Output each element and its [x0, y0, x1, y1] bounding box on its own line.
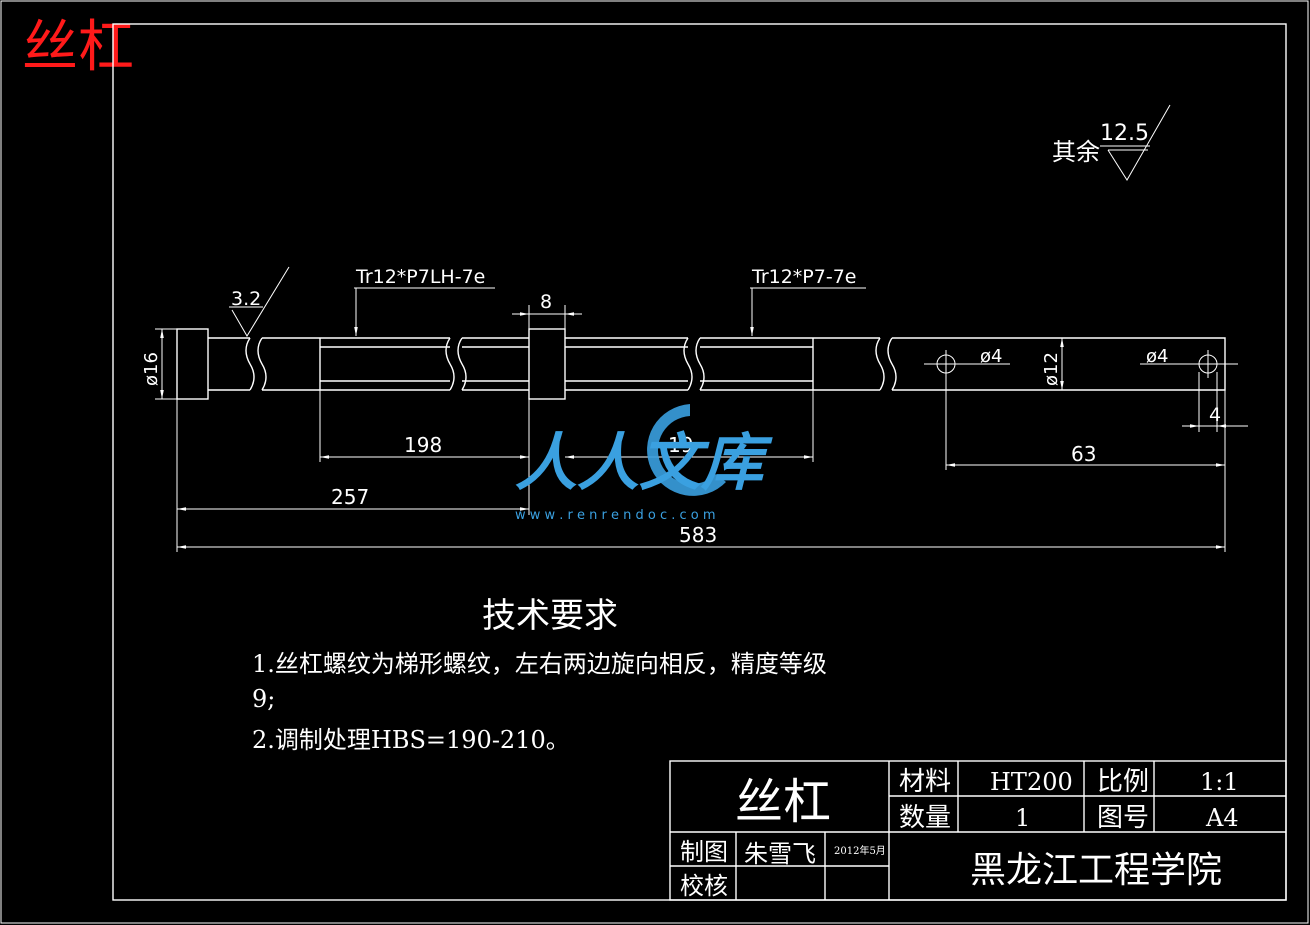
tech-requirements: 技术要求 1.丝杠螺纹为梯形螺纹，左右两边旋向相反，精度等级 9; 2.调制处理… — [252, 596, 827, 754]
tb-material-label: 材料 — [899, 767, 951, 797]
dim-diameter-12: ø12 — [1041, 352, 1062, 386]
tb-school: 黑龙江工程学院 — [970, 850, 1222, 891]
tb-material-value: HT200 — [990, 768, 1073, 796]
title-block: 丝杠 材料 HT200 比例 1:1 数量 1 图号 A4 制图 朱雪飞 201… — [669, 760, 1287, 901]
tb-part-name: 丝杠 — [735, 774, 831, 830]
tb-qty-label: 数量 — [899, 803, 951, 833]
tech-line-3: 2.调制处理HBS=190-210。 — [252, 726, 570, 754]
tb-drawn-label: 制图 — [680, 838, 728, 866]
dim-hole-offset: 4 — [1209, 404, 1221, 426]
tb-date: 2012年5月 — [834, 844, 886, 857]
watermark-url: w w w . r e n r e n d o c . c o m — [515, 508, 716, 523]
thread-right-label: Tr12*P7-7e — [751, 266, 856, 288]
dim-length-63: 63 — [1071, 442, 1096, 466]
roughness-general-value: 12.5 — [1100, 121, 1149, 146]
tb-drawing-no-label: 图号 — [1097, 803, 1149, 833]
dim-collar-width: 8 — [540, 291, 552, 313]
roughness-local: 3.2 — [229, 266, 290, 337]
tech-heading: 技术要求 — [482, 596, 618, 636]
tech-line-2: 9; — [252, 685, 275, 713]
dim-length-19x: 19 — [668, 433, 693, 457]
dimensions: 8 ø16 ø12 ø4 ø4 4 198 19 2 — [141, 291, 1248, 552]
watermark: 人人文库 w w w . r e n r e n d o c . c o m — [515, 404, 773, 523]
dim-hole-left: ø4 — [980, 346, 1002, 367]
tb-scale-label: 比例 — [1097, 767, 1149, 797]
dim-hole-right: ø4 — [1146, 346, 1168, 367]
shaft — [176, 328, 1238, 400]
tech-line-1: 1.丝杠螺纹为梯形螺纹，左右两边旋向相反，精度等级 — [252, 650, 827, 678]
tb-qty-value: 1 — [1015, 804, 1030, 832]
tb-drawing-no-value: A4 — [1205, 804, 1239, 832]
dim-diameter-16: ø16 — [141, 352, 162, 386]
dim-length-198: 198 — [404, 433, 442, 457]
drawing-title: 丝杠 — [22, 15, 134, 80]
thread-left-label: Tr12*P7LH-7e — [355, 266, 485, 288]
watermark-brand: 人人文库 — [515, 426, 773, 499]
dim-length-257: 257 — [331, 485, 369, 509]
thread-callouts: Tr12*P7LH-7e Tr12*P7-7e — [354, 266, 866, 336]
dim-length-583: 583 — [679, 523, 717, 547]
roughness-local-value: 3.2 — [231, 288, 261, 310]
tb-checked-label: 校核 — [680, 872, 728, 900]
tb-drawn-by: 朱雪飞 — [744, 840, 816, 868]
roughness-general-label: 其余 — [1052, 138, 1100, 166]
tb-scale-value: 1:1 — [1200, 768, 1239, 796]
roughness-general: 其余 12.5 — [1052, 104, 1171, 181]
